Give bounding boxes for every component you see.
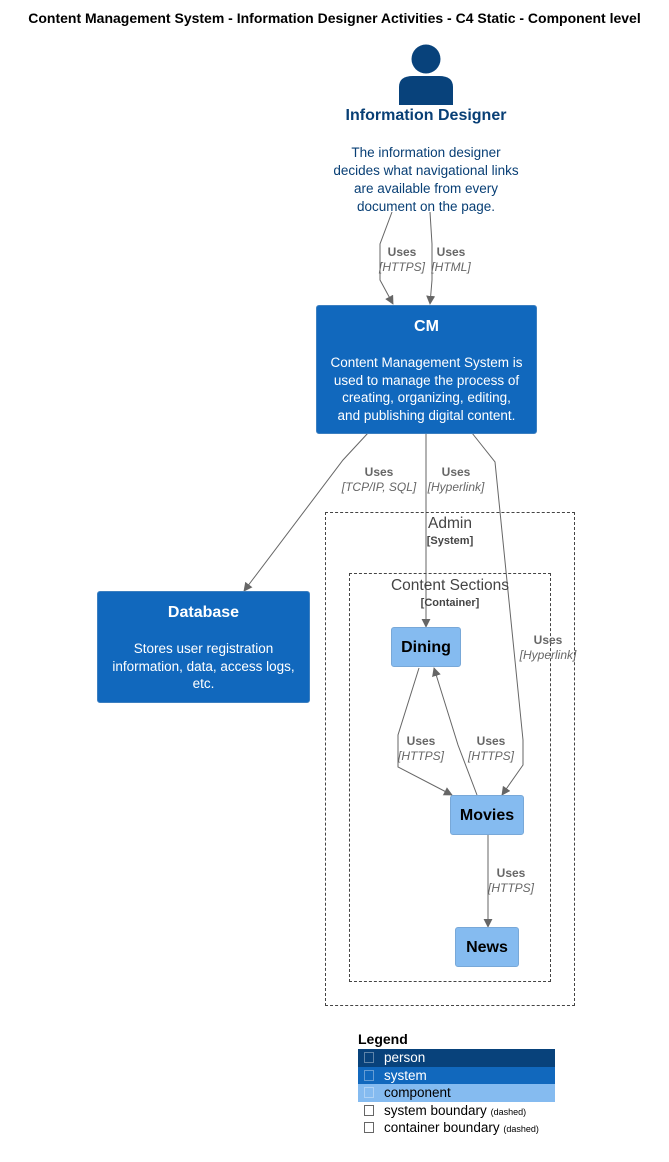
legend-swatch-container-boundary bbox=[364, 1122, 374, 1133]
cm-description: Content Management System is used to man… bbox=[330, 355, 523, 423]
database-description: Stores user registration information, da… bbox=[112, 641, 295, 691]
person-icon bbox=[399, 44, 453, 105]
cm-name: CM bbox=[414, 318, 439, 335]
rel-dining-movies bbox=[397, 667, 453, 796]
rel-movies-dining bbox=[432, 667, 478, 796]
news-name: News bbox=[466, 939, 508, 956]
rel-designer-cm-https bbox=[379, 211, 394, 305]
legend-swatch-component bbox=[364, 1087, 374, 1098]
legend-swatch-person bbox=[364, 1052, 374, 1063]
content-sections-boundary bbox=[349, 573, 551, 982]
news-component[interactable]: News bbox=[455, 927, 519, 967]
admin-boundary-type: [System] bbox=[426, 535, 474, 547]
rel-designer-cm-html bbox=[426, 211, 436, 305]
rel-label-dining-movies: Uses [HTTPS] bbox=[397, 734, 444, 763]
legend-item-person: person bbox=[358, 1049, 555, 1067]
rel-label-designer-cm-https: Uses [HTTPS] bbox=[378, 245, 425, 274]
admin-system-boundary bbox=[325, 512, 575, 1006]
rel-label-movies-news: Uses [HTTPS] bbox=[487, 866, 534, 895]
dining-component[interactable]: Dining bbox=[391, 627, 461, 667]
content-sections-name: Content Sections bbox=[390, 577, 510, 594]
database-name: Database bbox=[167, 604, 240, 621]
rel-label-cm-movies: Uses [Hyperlink] bbox=[519, 633, 577, 662]
legend: Legend person system component system bo… bbox=[358, 1031, 558, 1137]
legend-swatch-system-boundary bbox=[364, 1104, 374, 1116]
cm-system-box[interactable]: CM Content Management System is used to … bbox=[316, 305, 537, 434]
movies-name: Movies bbox=[459, 807, 515, 824]
content-sections-type: [Container] bbox=[420, 597, 480, 609]
diagram-title: Content Management System - Information … bbox=[28, 10, 641, 26]
database-system-box[interactable]: Database Stores user registration inform… bbox=[97, 591, 310, 703]
rel-label-cm-dining: Uses [Hyperlink] bbox=[427, 465, 485, 494]
legend-item-system: system bbox=[358, 1066, 555, 1084]
admin-boundary-name: Admin bbox=[428, 515, 472, 532]
rel-cm-movies bbox=[471, 432, 524, 796]
movies-component[interactable]: Movies bbox=[450, 795, 524, 835]
rel-label-designer-cm-html: Uses [HTML] bbox=[431, 245, 471, 274]
legend-item-container-boundary: container boundary (dashed) bbox=[358, 1119, 555, 1137]
rel-label-movies-dining: Uses [HTTPS] bbox=[467, 734, 514, 763]
rel-cm-database bbox=[243, 432, 369, 592]
person-name: Information Designer bbox=[345, 107, 507, 124]
legend-item-component: component bbox=[358, 1084, 555, 1102]
legend-item-system-boundary: system boundary (dashed) bbox=[358, 1102, 555, 1120]
person-description: The information designer decides what na… bbox=[333, 145, 519, 214]
legend-title: Legend bbox=[358, 1031, 408, 1047]
dining-name: Dining bbox=[401, 639, 451, 656]
rel-label-cm-database: Uses [TCP/IP, SQL] bbox=[341, 465, 417, 494]
legend-swatch-system bbox=[364, 1069, 374, 1081]
